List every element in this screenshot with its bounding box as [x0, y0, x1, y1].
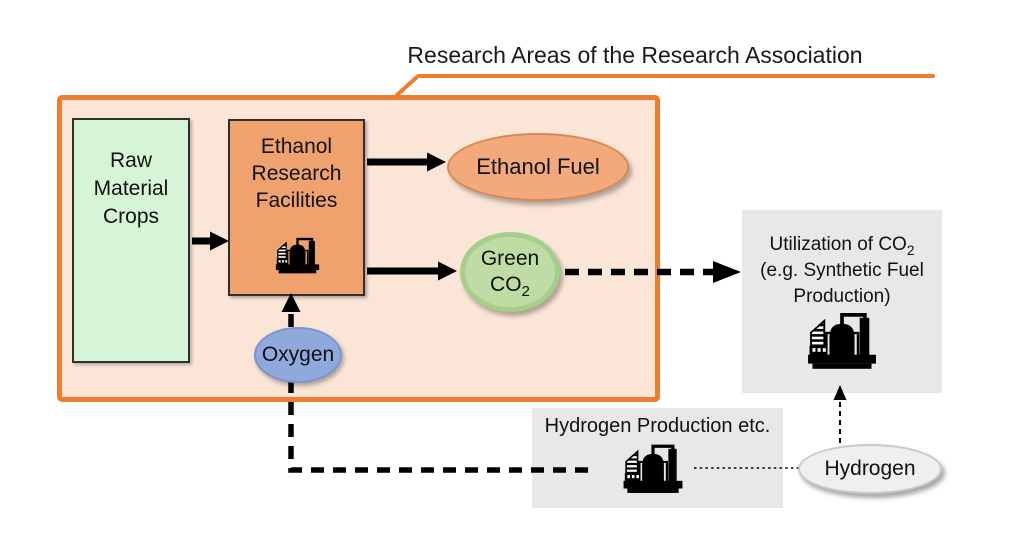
refinery-icon — [805, 309, 879, 371]
co2-utilization-line3: Production) — [793, 286, 891, 307]
page-title: Research Areas of the Research Associati… — [407, 42, 863, 68]
raw-material-crops-box: Raw Material Crops — [72, 118, 190, 363]
refinery-icon — [274, 235, 321, 275]
green-co2-ellipse: Green CO2 — [460, 232, 560, 312]
co2-utilization-box: Utilization of CO2 (e.g. Synthetic Fuel … — [742, 210, 942, 393]
refinery-icon — [621, 441, 685, 495]
raw-material-crops-label-line1: Raw — [109, 149, 152, 172]
raw-material-crops-label-line3: Crops — [102, 205, 160, 228]
green-co2-label: Green CO2 — [480, 247, 540, 301]
arrow-hydrogen-to-utilization — [833, 385, 847, 443]
hydrogen-production-box: Hydrogen Production etc. — [532, 408, 783, 508]
title-callout-line — [395, 74, 935, 97]
ethanol-research-facilities-box: Ethanol Research Facilities — [228, 119, 365, 296]
hydrogen-production-label: Hydrogen Production etc. — [544, 415, 771, 437]
ethanol-fuel-label: Ethanol Fuel — [476, 154, 600, 179]
ethanol-facilities-label-line2: Research — [251, 162, 342, 185]
co2-utilization-line2: (e.g. Synthetic Fuel — [760, 260, 924, 281]
raw-material-crops-label-line2: Material — [93, 177, 169, 200]
oxygen-label: Oxygen — [261, 343, 335, 366]
co2-utilization-line1: Utilization of CO2 — [769, 234, 915, 258]
hydrogen-ellipse: Hydrogen — [798, 444, 942, 494]
hydrogen-label: Hydrogen — [824, 457, 916, 480]
ethanol-fuel-ellipse: Ethanol Fuel — [447, 133, 629, 201]
oxygen-ellipse: Oxygen — [254, 327, 342, 383]
ethanol-facilities-label-line1: Ethanol — [260, 135, 333, 158]
ethanol-facilities-label-line3: Facilities — [255, 189, 338, 212]
